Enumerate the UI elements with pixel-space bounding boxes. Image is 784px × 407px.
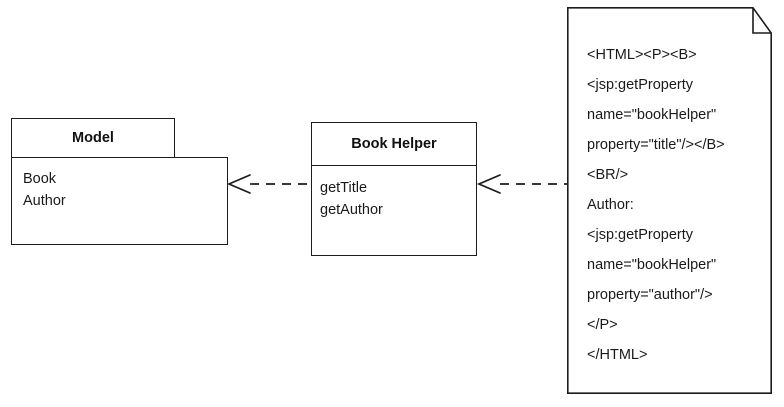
note-line: property="title"/></B> [587, 137, 725, 153]
open-arrowhead [226, 174, 251, 194]
note-to-helper-dependency [476, 174, 567, 194]
book-helper-method-list: getTitle getAuthor [320, 177, 383, 221]
note-line: name="bookHelper" [587, 257, 717, 273]
open-arrowhead [476, 174, 501, 194]
note-line: </P> [587, 317, 618, 333]
book-helper-method: getTitle [320, 180, 368, 196]
book-helper-class-name: Book Helper [351, 135, 437, 152]
note-line: </HTML> [587, 347, 648, 363]
book-helper-method: getAuthor [320, 202, 383, 218]
note-line: property="author"/> [587, 287, 713, 303]
note-line: <HTML><P><B> [587, 47, 697, 63]
note-line: <jsp:getProperty [587, 77, 693, 93]
book-helper-class-header: Book Helper [311, 122, 477, 165]
model-attribute-list: Book Author [23, 168, 66, 212]
note-line: Author: [587, 197, 634, 213]
model-class-name: Model [72, 130, 114, 146]
book-helper-divider [311, 165, 477, 166]
jsp-code-note-shape[interactable] [567, 7, 772, 394]
note-outline [567, 7, 772, 394]
model-class-body[interactable] [11, 157, 228, 245]
note-line: <BR/> [587, 167, 629, 183]
helper-to-model-dependency [226, 174, 311, 194]
book-helper-class-box[interactable] [311, 122, 477, 256]
model-attribute: Book [23, 171, 57, 187]
note-line: <jsp:getProperty [587, 227, 693, 243]
model-class-header[interactable]: Model [11, 118, 175, 158]
note-line: name="bookHelper" [587, 107, 717, 123]
jsp-code-note-text: <HTML><P><B> <jsp:getProperty name="book… [587, 40, 777, 370]
model-attribute: Author [23, 193, 66, 209]
note-fold-icon [752, 7, 772, 34]
